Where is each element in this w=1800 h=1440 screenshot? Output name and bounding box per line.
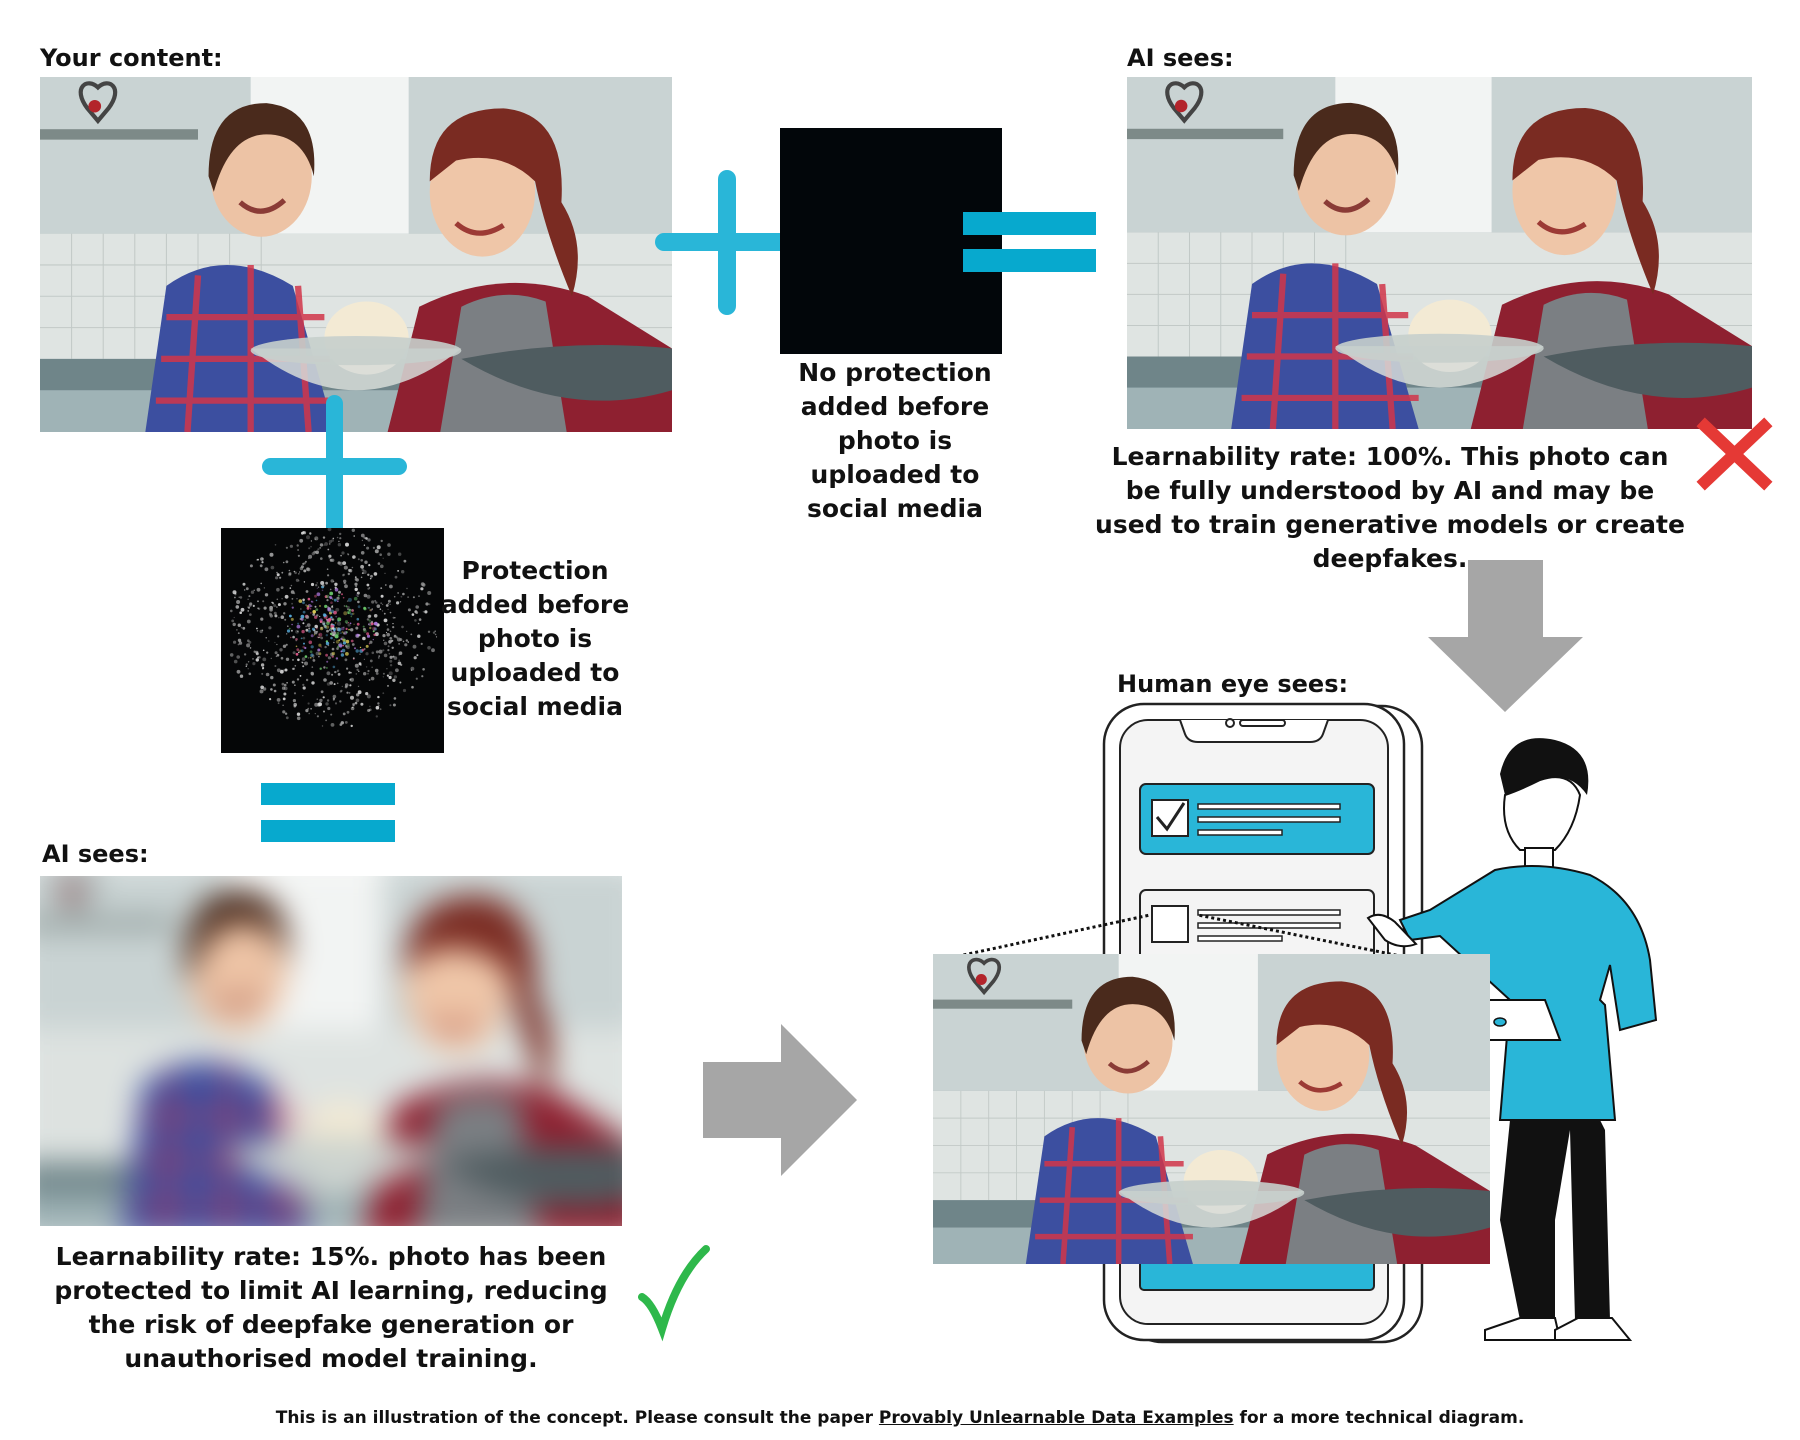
equals-icon — [963, 212, 1096, 272]
label-ai-sees-top: AI sees: — [1127, 44, 1234, 72]
human-view-photo — [933, 954, 1490, 1264]
footer-note: This is an illustration of the concept. … — [0, 1408, 1800, 1428]
equals-icon-left — [261, 783, 395, 842]
caption-protection: Protection added before photo is uploade… — [440, 556, 630, 721]
camera-icon — [1225, 718, 1235, 728]
checkbox-empty-icon — [1151, 905, 1189, 943]
paper-link[interactable]: Provably Unlearnable Data Examples — [878, 1408, 1234, 1428]
footer-text-before: This is an illustration of the concept. … — [275, 1408, 879, 1428]
person-figure — [1366, 738, 1658, 1341]
empty-perturbation-square — [780, 128, 1002, 354]
green-check-icon — [638, 1245, 710, 1342]
original-photo — [40, 77, 672, 432]
caption-learnability-100: Learnability rate: 100%. This photo can … — [1095, 442, 1685, 573]
caption-learnability-15: Learnability rate: 15%. photo has been p… — [54, 1242, 608, 1373]
noise-perturbation-square — [221, 528, 444, 753]
label-your-content: Your content: — [40, 44, 223, 72]
label-human-eye-sees: Human eye sees: — [1117, 670, 1349, 698]
plus-icon-left — [262, 395, 407, 538]
footer-text-after: for a more technical diagram. — [1233, 1408, 1525, 1428]
red-cross-icon — [1696, 417, 1773, 491]
plus-icon — [655, 170, 800, 315]
caption-no-protection: No protection added before photo is uplo… — [798, 358, 992, 523]
arrow-right-icon — [703, 1024, 857, 1176]
ai-view-protected-blurred-photo — [40, 876, 622, 1226]
noise-pattern — [229, 528, 438, 728]
arrow-down-icon — [1428, 560, 1583, 712]
label-ai-sees-bottom: AI sees: — [42, 840, 149, 868]
ai-view-unprotected-photo — [1127, 77, 1752, 429]
